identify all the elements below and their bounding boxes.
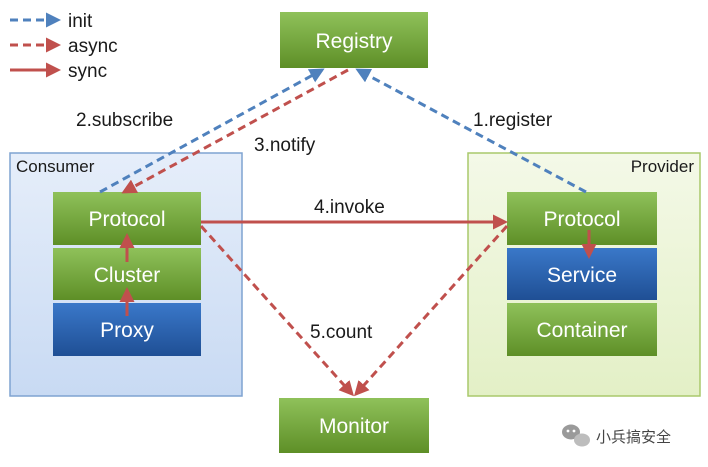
notify-label: 3.notify: [254, 135, 316, 156]
legend-sync-label: sync: [68, 61, 107, 82]
provider-container-label: Container: [536, 319, 627, 342]
wechat-icon: [562, 424, 590, 447]
subscribe-edge: [99, 68, 325, 194]
legend-async-label: async: [68, 36, 118, 57]
consumer-group: Consumer Protocol Cluster Proxy: [9, 152, 243, 397]
registry-label: Registry: [315, 30, 393, 53]
consumer-protocol-label: Protocol: [88, 208, 165, 231]
provider-group: Provider Protocol Service Container: [467, 152, 701, 397]
subscribe-label: 2.subscribe: [76, 110, 173, 131]
provider-title: Provider: [631, 157, 695, 176]
monitor-label: Monitor: [319, 415, 389, 438]
provider-protocol-label: Protocol: [543, 208, 620, 231]
consumer-cluster-label: Cluster: [94, 264, 161, 287]
watermark-label: 小兵搞安全: [596, 428, 671, 446]
watermark: 小兵搞安全: [562, 424, 671, 447]
consumer-title: Consumer: [16, 157, 95, 176]
count-label: 5.count: [310, 322, 373, 343]
register-label: 1.register: [473, 110, 553, 131]
consumer-proxy-label: Proxy: [100, 319, 154, 342]
notify-edge: [121, 68, 349, 194]
provider-protocol-node: [507, 192, 657, 245]
register-edge: [355, 68, 587, 194]
invoke-label: 4.invoke: [314, 197, 385, 218]
consumer-count-edge: [199, 224, 355, 397]
monitor-node: [279, 398, 429, 453]
registry-node: [280, 12, 428, 68]
legend-init-label: init: [68, 11, 93, 32]
provider-count-edge: [353, 224, 509, 397]
legend: init async sync: [10, 11, 118, 82]
provider-container-node: [507, 303, 657, 356]
provider-service-label: Service: [547, 264, 617, 287]
